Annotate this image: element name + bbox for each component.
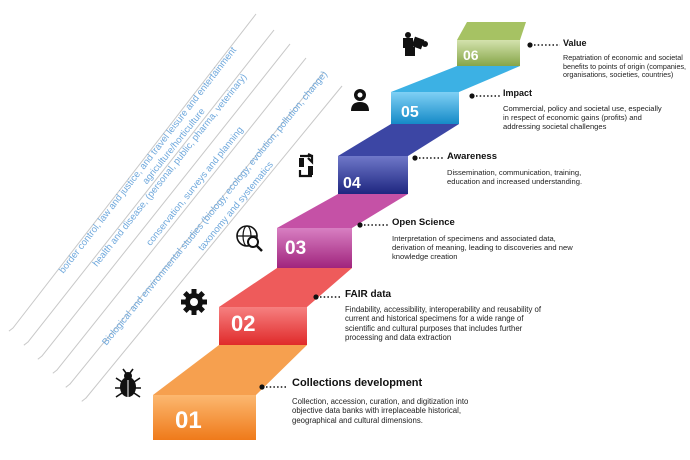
- domain-strip: border control, law and justice, and tra…: [8, 13, 257, 332]
- step-1-title: Collections development: [292, 377, 423, 389]
- gear-icon: [181, 289, 207, 315]
- stair-tread: [219, 268, 352, 307]
- stair-step: 02: [219, 268, 352, 345]
- puzzle-icon: [403, 32, 428, 56]
- stair-tread: [391, 66, 520, 92]
- stair-step: 06: [457, 22, 526, 66]
- leader-dots: [527, 42, 560, 48]
- stair-riser: [338, 156, 408, 194]
- stair-tread: [153, 345, 307, 395]
- stair-tread: [457, 22, 526, 40]
- stair-step: 03: [277, 194, 408, 268]
- leader-dots: [357, 222, 388, 228]
- stair-tread: [338, 124, 459, 156]
- step-5-description: Commercial, policy and societal use, esp…: [503, 104, 662, 132]
- step-2-title: FAIR data: [345, 289, 392, 300]
- stair-riser: [391, 92, 459, 124]
- step-number: 04: [343, 175, 361, 192]
- exchange-icon: [298, 153, 314, 178]
- step-3-description: Interpretation of specimens and associat…: [392, 234, 573, 262]
- stair-step: 01: [153, 345, 307, 440]
- stair-riser: [457, 40, 520, 66]
- step-2-description: Findability, accessibility, interoperabi…: [345, 305, 542, 343]
- domain-label: health and disease, (personal, public, p…: [91, 72, 250, 269]
- step-number: 01: [175, 407, 202, 434]
- stair-step: 04: [338, 124, 459, 194]
- stair-tread: [277, 194, 408, 228]
- step-number: 05: [401, 104, 419, 121]
- step-3-title: Open Science: [392, 217, 455, 228]
- leader-dots: [469, 93, 500, 99]
- step-number: 02: [231, 311, 255, 336]
- step-5-title: Impact: [503, 88, 533, 98]
- step-6-description: Repatriation of economic and societal be…: [563, 53, 687, 80]
- stair-riser: [277, 228, 352, 268]
- scarab-beetle-icon: [115, 368, 141, 398]
- leader-dots: [313, 294, 342, 300]
- stair-step: 05: [391, 66, 520, 124]
- step-4-description: Dissemination, communication, training, …: [447, 168, 583, 187]
- step-1-description: Collection, accession, curation, and dig…: [292, 397, 469, 425]
- step-number: 06: [463, 47, 479, 63]
- leader-dots: [412, 155, 443, 161]
- web-search-icon: [236, 225, 263, 252]
- step-6-title: Value: [563, 38, 587, 48]
- step-number: 03: [285, 238, 306, 259]
- stair-riser: [219, 307, 307, 345]
- person-icon: [351, 89, 369, 111]
- leader-dots: [259, 384, 288, 390]
- stair-riser: [153, 395, 256, 440]
- step-4-title: Awareness: [447, 151, 497, 162]
